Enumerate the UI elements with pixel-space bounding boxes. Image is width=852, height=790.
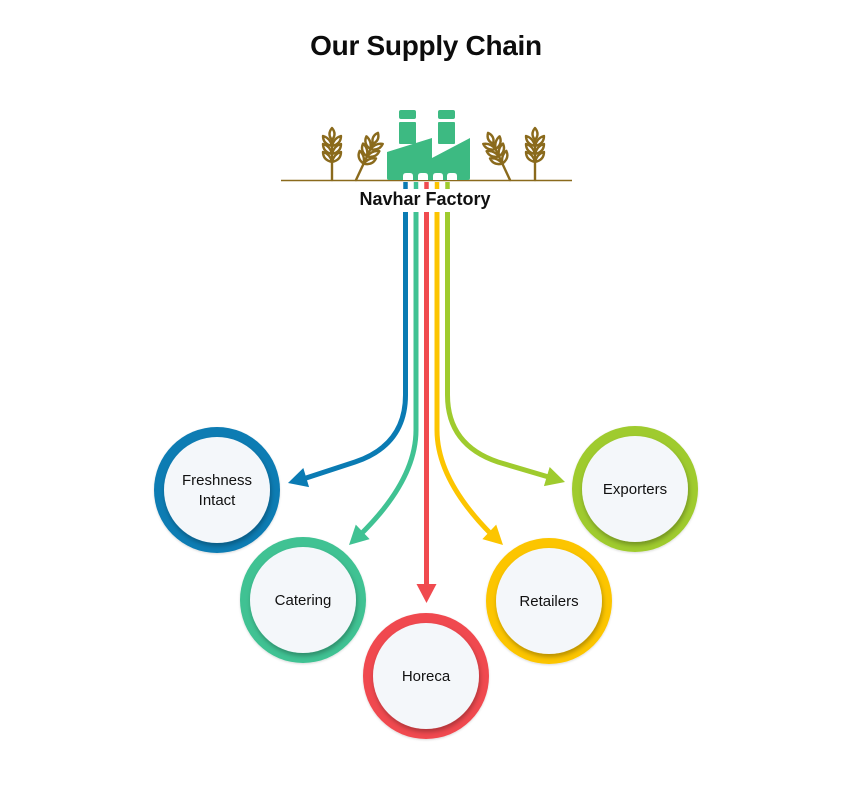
node-catering: Catering: [240, 537, 366, 663]
exporters-flow-line: [445, 212, 553, 481]
node-exporters: Exporters: [572, 426, 698, 552]
retailers-inner-circle: [496, 548, 602, 654]
exporters-arrowhead-icon: [543, 466, 565, 487]
freshness-arrowhead-icon: [288, 467, 310, 488]
factory-label: Navhar Factory: [359, 189, 490, 209]
horeca-arrowhead-icon: [416, 584, 437, 603]
wheat-icon: [321, 126, 343, 182]
catering-flow-line: [358, 212, 419, 537]
wheat-icon: [354, 131, 384, 182]
freshness-flow-line: [299, 212, 408, 483]
node-retailers: Retailers: [486, 538, 612, 664]
retailers-flow-line: [434, 212, 494, 537]
horeca-inner-circle: [373, 623, 479, 729]
wheat-icon: [524, 126, 546, 182]
wheat-decorations: [321, 126, 546, 182]
exporters-label: Exporters: [603, 481, 667, 498]
freshness-inner-circle: [164, 437, 270, 543]
catering-label: Catering: [275, 592, 332, 609]
node-horeca: Horeca: [363, 613, 489, 739]
page-title: Our Supply Chain: [310, 30, 542, 61]
exporters-inner-circle: [582, 436, 688, 542]
retailers-label: Retailers: [519, 593, 578, 610]
factory-output-stubs: [403, 182, 450, 189]
freshness-label-line-1: Freshness: [182, 472, 252, 489]
freshness-label-line-2: Intact: [199, 492, 237, 509]
catering-arrowhead-icon: [349, 524, 370, 545]
horeca-label: Horeca: [402, 668, 451, 685]
factory-icon: [387, 110, 470, 180]
retailers-arrowhead-icon: [482, 524, 503, 545]
catering-inner-circle: [250, 547, 356, 653]
wheat-icon: [482, 131, 512, 182]
flow-arrows: [288, 212, 565, 603]
